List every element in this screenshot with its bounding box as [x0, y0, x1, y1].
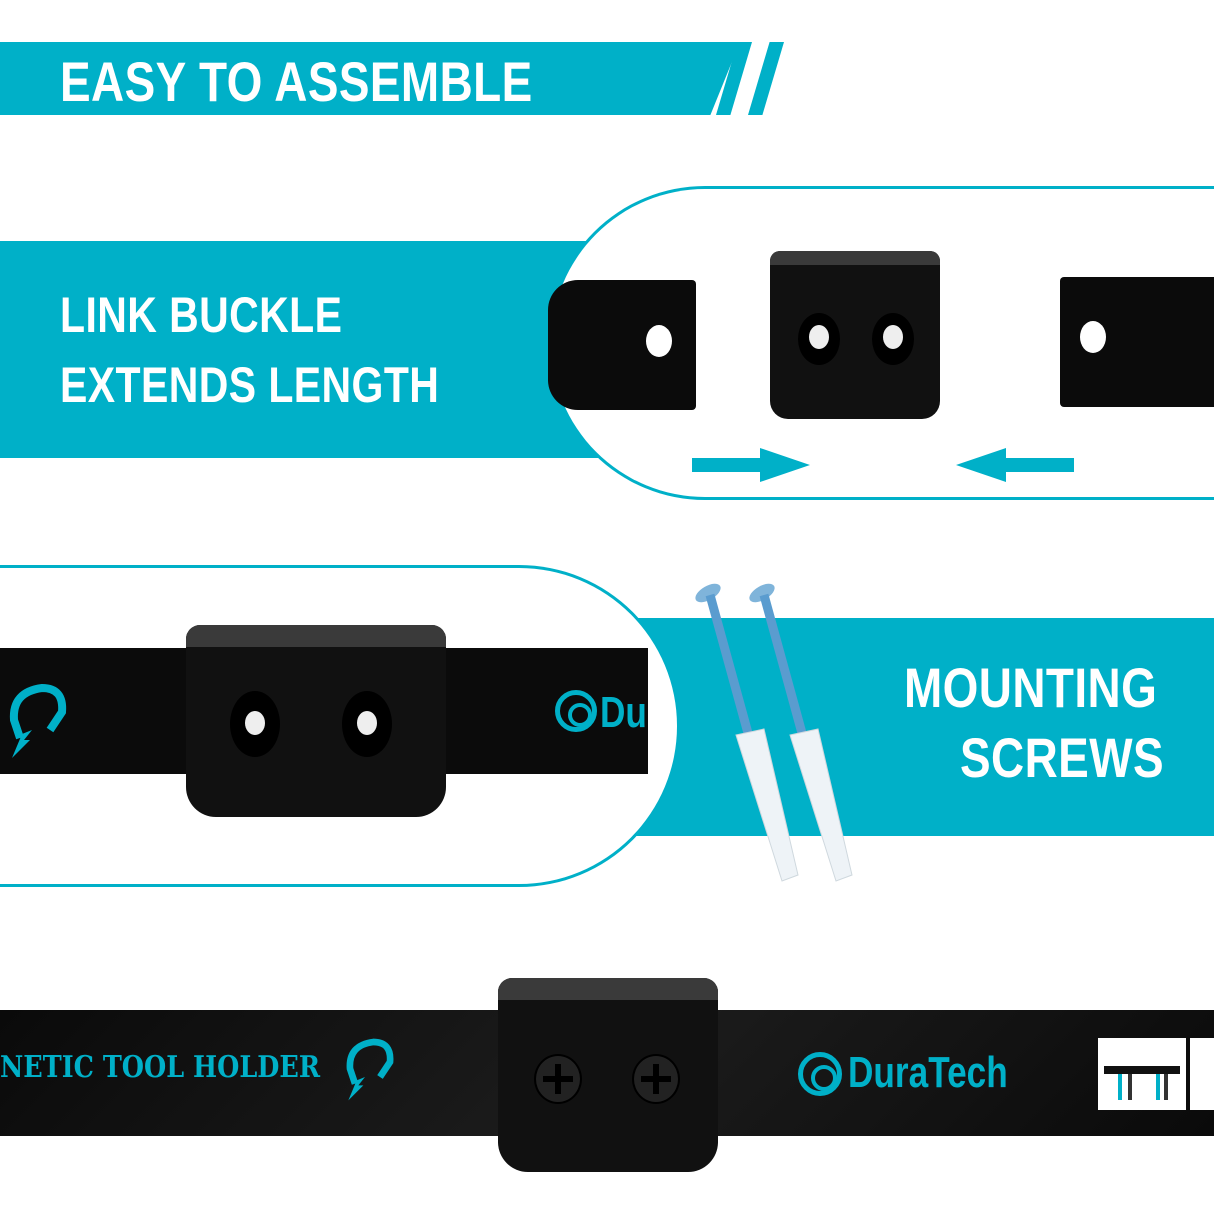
product-thumbnail-2: [1190, 1038, 1214, 1110]
screw-hole-right: [872, 313, 914, 365]
screws-and-anchors: [690, 575, 870, 885]
screw-hole-left: [798, 313, 840, 365]
mounting-text-panel: [600, 618, 1214, 836]
arrow-right-icon: [692, 448, 810, 482]
mounting-hole: [1080, 321, 1106, 353]
screw-icon: [695, 583, 813, 757]
mounting-line2: SCREWS: [960, 726, 1165, 789]
screw-hole-left: [230, 691, 280, 757]
link-buckle-assembled: [498, 978, 718, 1172]
rail-segment-left: [548, 280, 696, 410]
banner-title: EASY TO ASSEMBLE: [60, 50, 533, 113]
phillips-screw-icon: [534, 1054, 582, 1104]
link-buckle-line1: LINK BUCKLE: [60, 287, 343, 343]
brand-logo-icon: [798, 1052, 842, 1096]
mounting-hole: [646, 325, 672, 357]
wall-anchor-icon: [735, 728, 853, 882]
magnet-icon: [8, 678, 68, 758]
link-buckle-text-panel: [0, 241, 600, 458]
arrow-left-icon: [956, 448, 1074, 482]
buckle-top-edge: [770, 251, 940, 265]
mounting-line1: MOUNTING: [904, 656, 1158, 719]
link-buckle-mounted: [186, 625, 446, 817]
buckle-top-edge: [186, 625, 446, 647]
product-label-text: NETIC TOOL HOLDER: [0, 1050, 321, 1085]
product-thumbnail: [1098, 1038, 1186, 1110]
magnet-icon: [345, 1032, 395, 1102]
brand-name: DuraTech: [848, 1048, 1008, 1097]
link-buckle-line2: EXTENDS LENGTH: [60, 357, 440, 413]
banner-slash-2: [748, 42, 784, 115]
link-buckle: [770, 251, 940, 419]
phillips-screw-icon: [632, 1054, 680, 1104]
title-banner: [0, 42, 740, 115]
screw-hole-right: [342, 691, 392, 757]
buckle-top-edge: [498, 978, 718, 1000]
brand-logo-icon: [555, 690, 597, 732]
brand-partial-text: Du: [600, 688, 647, 737]
rail-segment-right: [1060, 277, 1214, 407]
